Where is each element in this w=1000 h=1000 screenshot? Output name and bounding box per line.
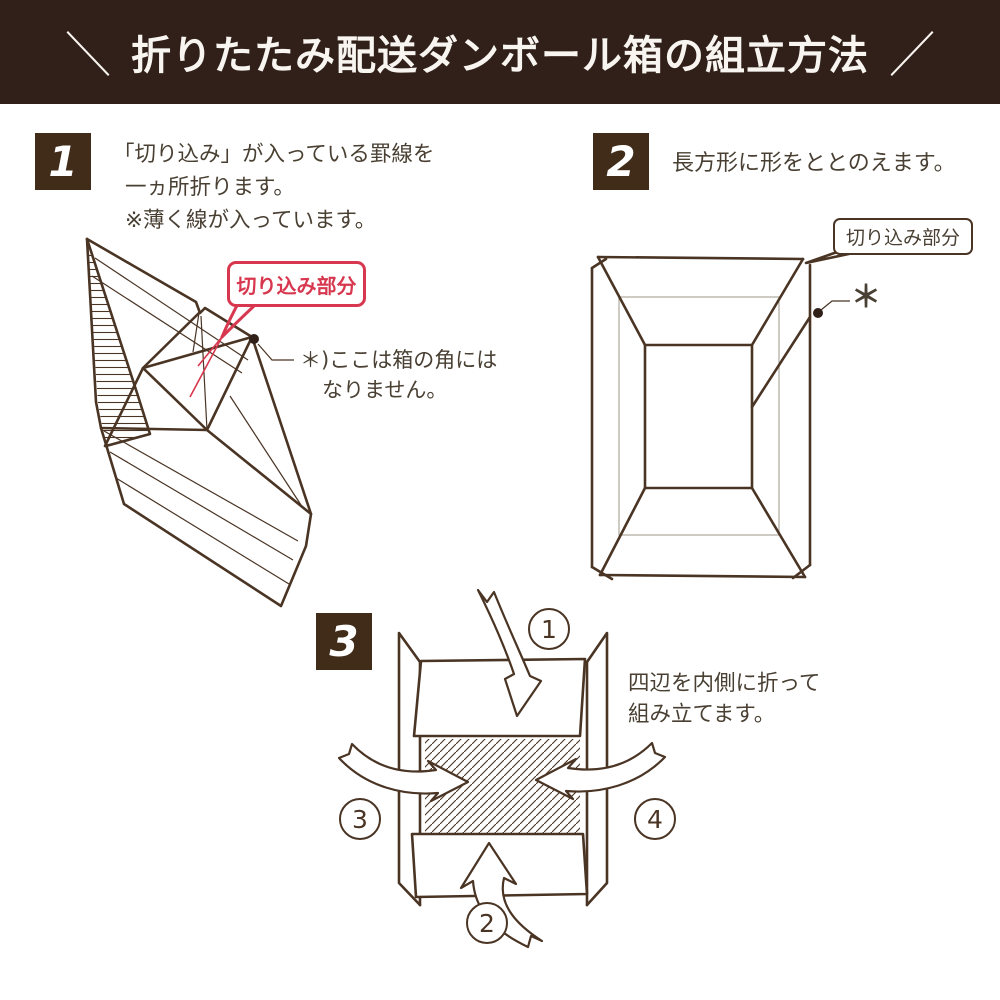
step3-instruction-line2: 組み立てます。 — [628, 702, 776, 727]
corner-note-line2: なりません。 — [322, 378, 448, 402]
step3-assembly-diagram — [337, 588, 667, 949]
cut-callout-tail — [189, 298, 256, 398]
step1-instruction-line1: 「切り込み」が入っている罫線を — [113, 142, 435, 167]
arrow-2-icon — [459, 841, 544, 949]
header-bar: ＼ 折りたたみ配送ダンボール箱の組立方法 ／ — [0, 0, 1000, 104]
arrow-1-icon — [476, 588, 543, 718]
step3-instruction-line1: 四辺を内側に折って — [628, 671, 821, 696]
step3-badge: 3 — [316, 613, 372, 670]
asterisk-mark: ＊ — [851, 280, 881, 315]
step2-instruction: 長方形に形をととのえます。 — [672, 151, 956, 176]
cut-callout-step1: 切り込み部分 — [227, 261, 366, 307]
step2-rectangle-diagram — [590, 249, 860, 581]
corner-note-line1: ＊)ここは箱の角には — [300, 348, 498, 372]
step1-instruction: 「切り込み」が入っている罫線を 一ヵ所折ります。 ※薄く線が入っています。 — [113, 138, 434, 237]
corner-note: ＊)ここは箱の角には なりません。 — [300, 345, 497, 405]
cut-callout-step2: 切り込み部分 — [833, 218, 973, 255]
asterisk-pointer — [813, 300, 850, 318]
asterisk-dot-icon — [813, 308, 823, 318]
arrow-3-icon — [337, 742, 470, 803]
arrow-number-4: 4 — [634, 798, 676, 840]
arrow-number-1: 1 — [528, 608, 570, 650]
arrow-number-3: 3 — [339, 798, 381, 840]
cut-callout2-tail — [804, 249, 860, 265]
step2-badge: 2 — [593, 133, 649, 190]
decor-slash-left: ＼ — [65, 26, 111, 84]
step1-instruction-line3: ※薄く線が入っています。 — [125, 208, 377, 233]
corner-dot-icon — [249, 334, 259, 344]
corner-note-pointer — [249, 334, 294, 361]
top-flap — [412, 657, 587, 738]
step3-instruction: 四辺を内側に折って 組み立てます。 — [628, 668, 820, 730]
decor-slash-right: ／ — [889, 26, 935, 84]
step1-badge: 1 — [35, 133, 91, 190]
arrow-number-2: 2 — [466, 902, 508, 944]
step1-folded-box-diagram — [85, 237, 313, 608]
step1-instruction-line2: 一ヵ所折ります。 — [125, 175, 295, 200]
arrow-4-icon — [534, 741, 667, 801]
page-title: 折りたたみ配送ダンボール箱の組立方法 — [131, 33, 869, 79]
